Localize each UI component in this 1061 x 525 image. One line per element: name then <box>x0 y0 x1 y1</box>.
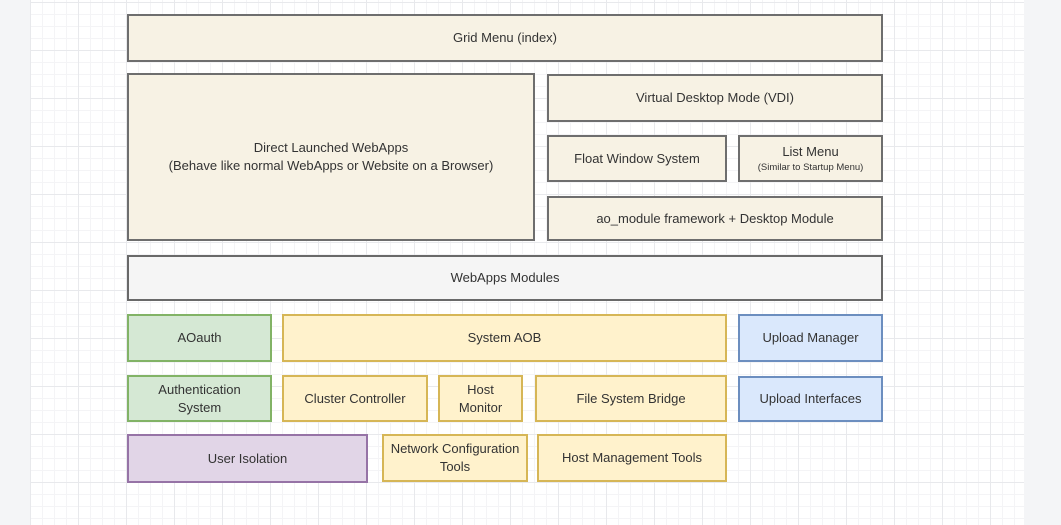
box-list-menu-subtitle: (Similar to Startup Menu) <box>758 161 864 174</box>
box-ao-module-framework: ao_module framework + Desktop Module <box>547 196 883 241</box>
box-network-configuration-tools-label: Network Configuration Tools <box>390 440 520 475</box>
box-aoauth: AOauth <box>127 314 272 362</box>
box-float-window-system-label: Float Window System <box>574 150 700 168</box>
box-authentication-system: Authentication System <box>127 375 272 422</box>
box-network-configuration-tools: Network Configuration Tools <box>382 434 528 482</box>
box-float-window-system: Float Window System <box>547 135 727 182</box>
box-grid-menu: Grid Menu (index) <box>127 14 883 62</box>
box-list-menu-label: List Menu <box>782 143 838 161</box>
box-upload-interfaces-label: Upload Interfaces <box>760 390 862 408</box>
box-user-isolation: User Isolation <box>127 434 368 483</box>
box-host-management-tools: Host Management Tools <box>537 434 727 482</box>
canvas-left-margin <box>0 0 30 525</box>
box-cluster-controller-label: Cluster Controller <box>304 390 405 408</box>
box-host-monitor: Host Monitor <box>438 375 523 422</box>
box-grid-menu-label: Grid Menu (index) <box>453 29 557 47</box>
box-direct-launched-webapps-subtitle: (Behave like normal WebApps or Website o… <box>169 157 494 175</box>
canvas-right-margin <box>1024 0 1061 525</box>
box-system-aob: System AOB <box>282 314 727 362</box>
box-file-system-bridge-label: File System Bridge <box>576 390 685 408</box>
box-virtual-desktop-mode: Virtual Desktop Mode (VDI) <box>547 74 883 122</box>
box-user-isolation-label: User Isolation <box>208 450 287 468</box>
box-host-monitor-label: Host Monitor <box>446 381 515 416</box>
box-virtual-desktop-mode-label: Virtual Desktop Mode (VDI) <box>636 89 794 107</box>
box-webapps-modules-label: WebApps Modules <box>451 269 560 287</box>
box-authentication-system-label: Authentication System <box>135 381 264 416</box>
box-upload-interfaces: Upload Interfaces <box>738 376 883 422</box>
box-direct-launched-webapps: Direct Launched WebApps (Behave like nor… <box>127 73 535 241</box>
box-list-menu: List Menu (Similar to Startup Menu) <box>738 135 883 182</box>
box-upload-manager-label: Upload Manager <box>762 329 858 347</box>
box-system-aob-label: System AOB <box>468 329 542 347</box>
box-cluster-controller: Cluster Controller <box>282 375 428 422</box>
box-webapps-modules: WebApps Modules <box>127 255 883 301</box>
box-host-management-tools-label: Host Management Tools <box>562 449 702 467</box>
box-direct-launched-webapps-label: Direct Launched WebApps <box>254 139 408 157</box>
box-aoauth-label: AOauth <box>177 329 221 347</box>
box-upload-manager: Upload Manager <box>738 314 883 362</box>
box-ao-module-framework-label: ao_module framework + Desktop Module <box>596 210 833 228</box>
box-file-system-bridge: File System Bridge <box>535 375 727 422</box>
